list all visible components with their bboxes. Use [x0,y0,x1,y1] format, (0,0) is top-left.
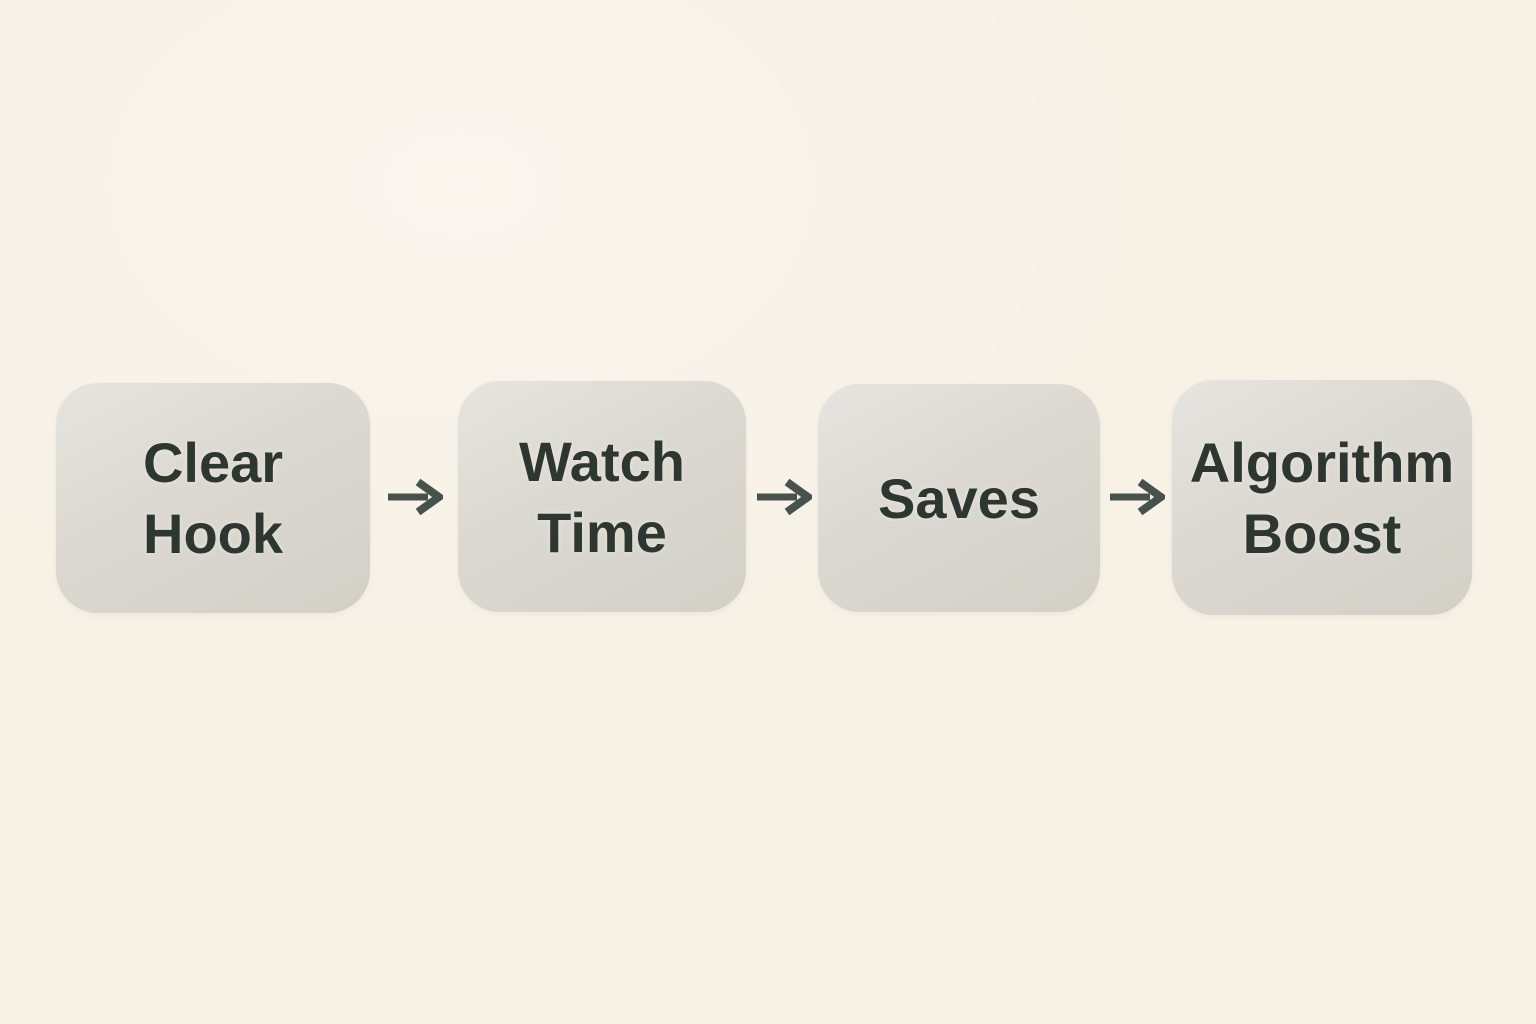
step-label-clear-hook: Clear Hook [142,431,284,565]
arrow-right-icon [1107,477,1165,517]
flow-step-watch-time: Watch Time [458,381,746,612]
flow-step-saves: Saves [818,384,1100,612]
step-label-algorithm-boost: Algorithm Boost [1189,430,1455,565]
arrow-right-icon [754,477,812,517]
flow-step-algorithm-boost: Algorithm Boost [1172,380,1472,615]
step-label-saves: Saves [878,466,1040,530]
arrow-right-icon [385,477,443,517]
step-label-watch-time: Watch Time [519,429,685,564]
flow-step-clear-hook: Clear Hook [56,383,370,613]
